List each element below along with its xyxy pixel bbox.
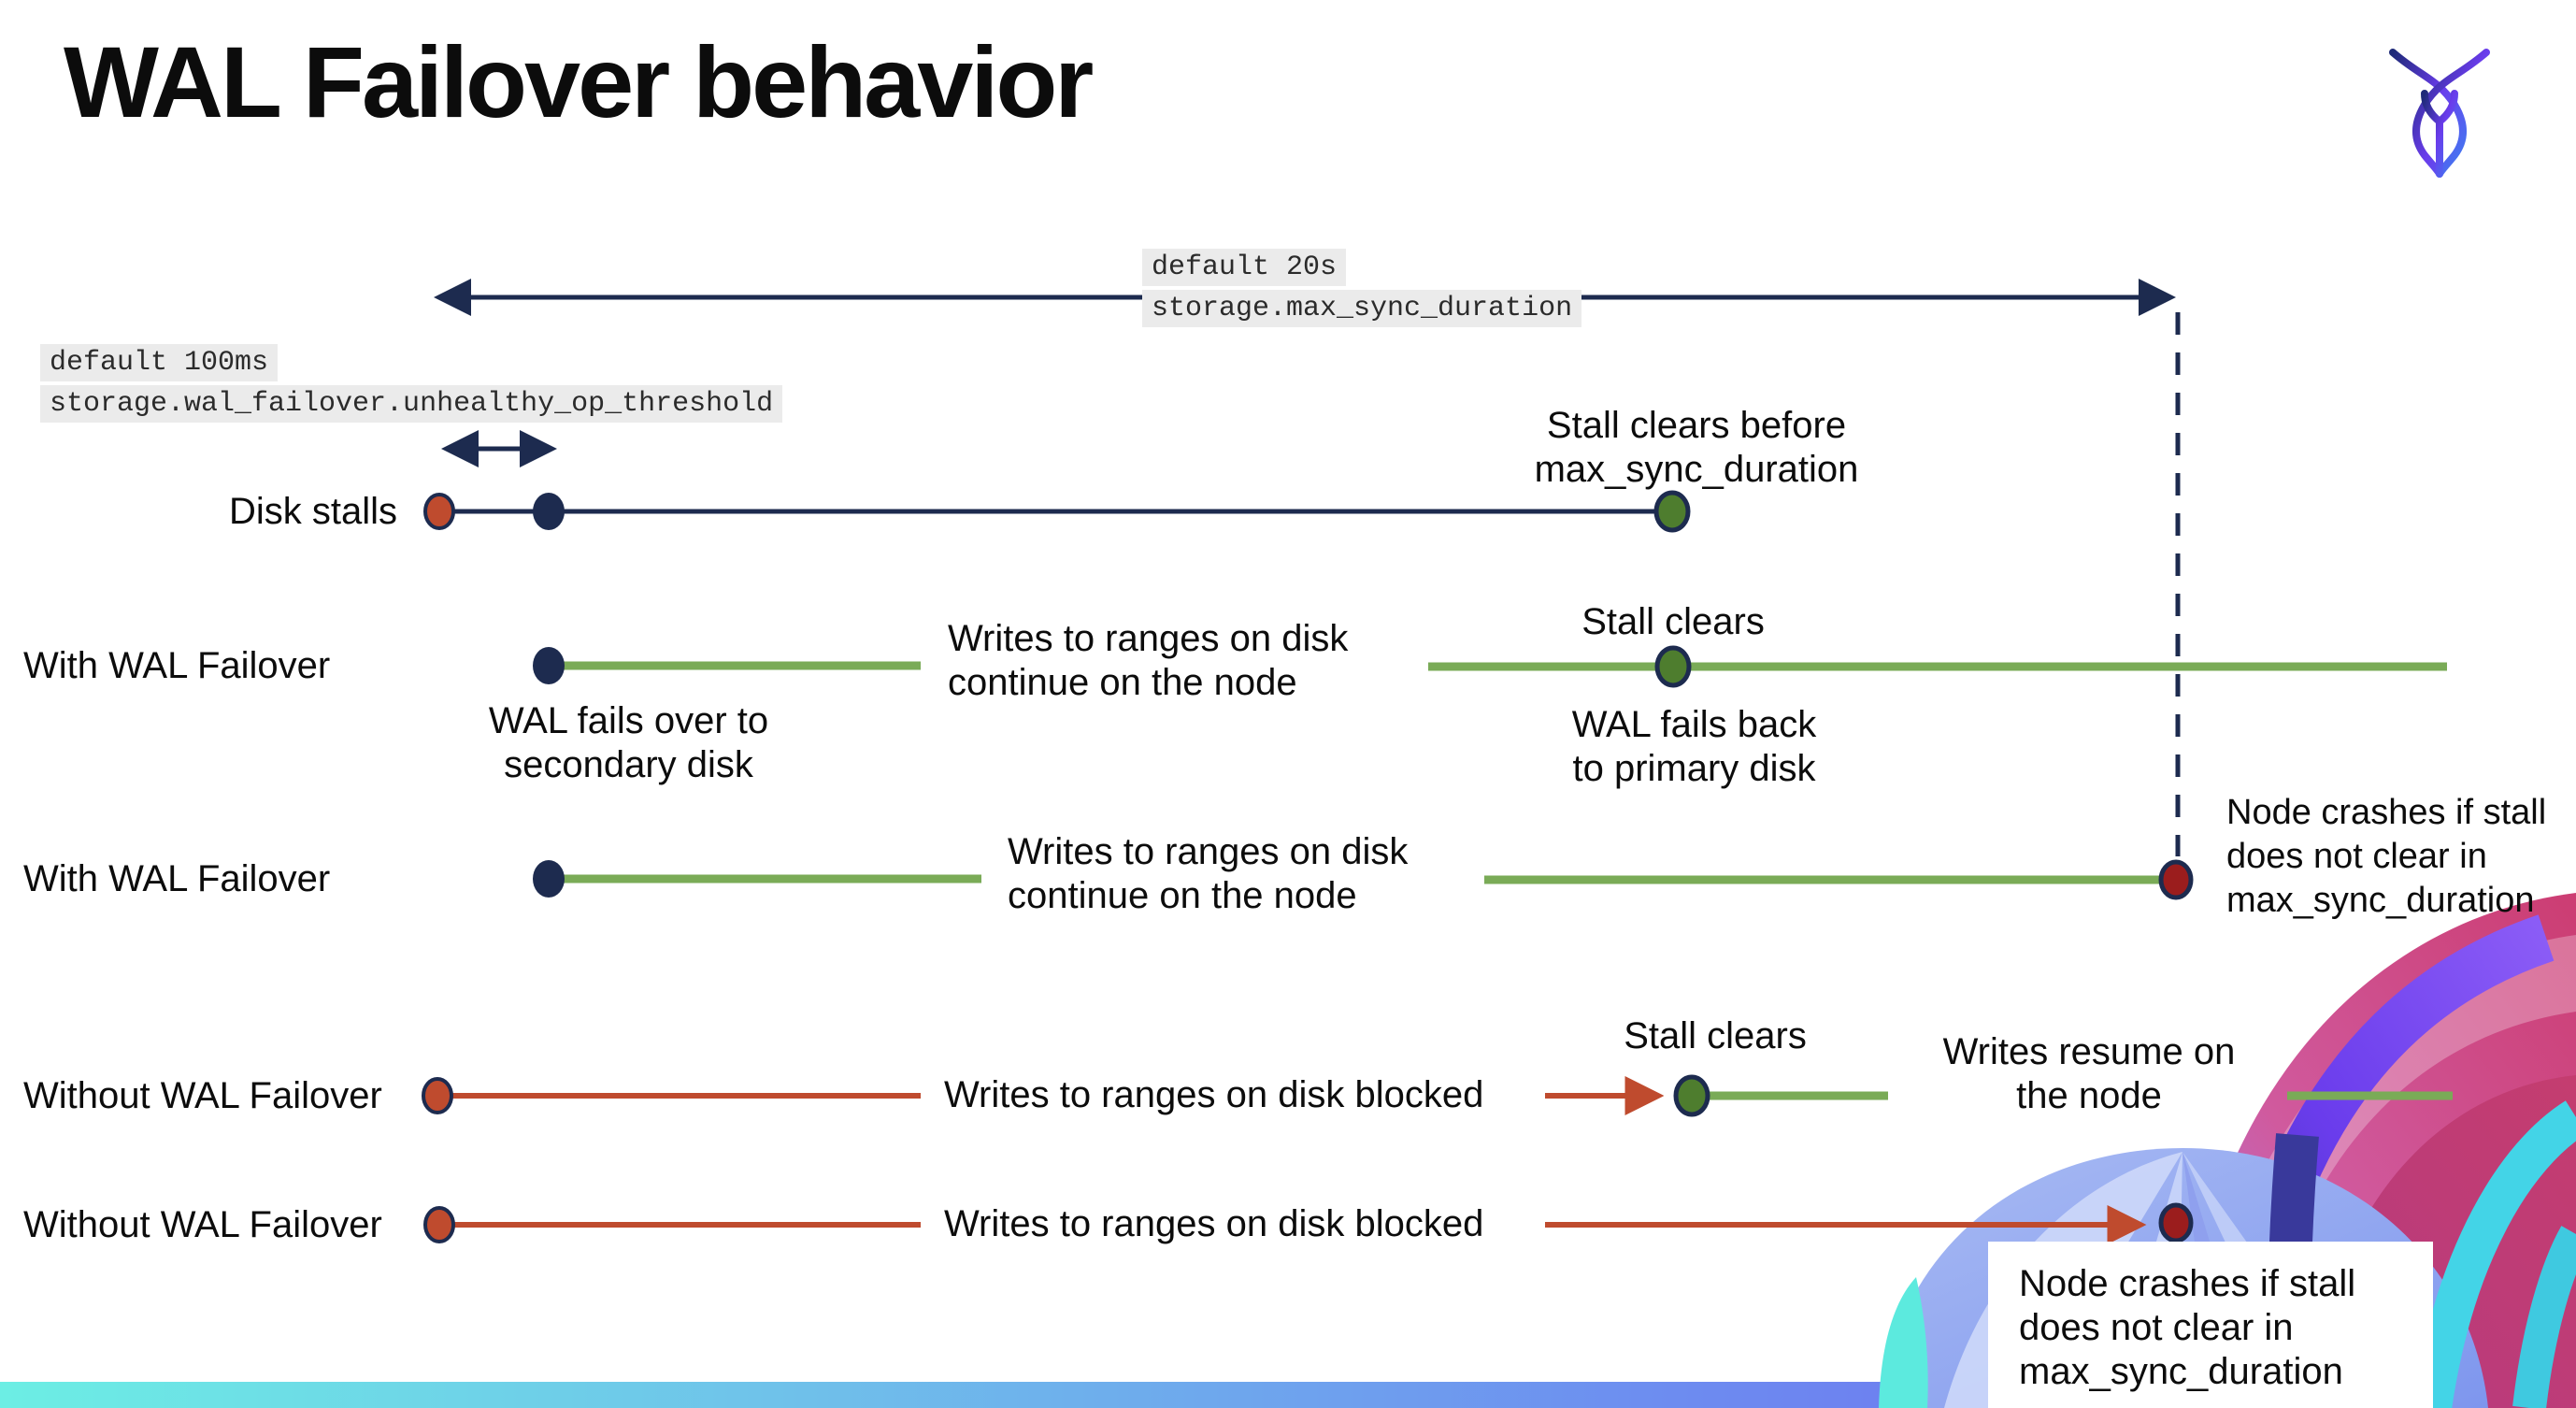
row3-failover-dot [533,860,565,898]
unhealthy-op-setting-text: storage.wal_failover.unhealthy_op_thresh… [40,385,783,423]
row2-label: With WAL Failover [23,645,331,686]
row5-node-crashes-box: Node crashes if stall does not clear in … [1988,1242,2433,1408]
row1-stall-start-dot [423,493,455,530]
artwork-cyan-leg-2 [2512,1226,2576,1408]
row4-stall-start-dot [422,1077,453,1114]
row4-label: Without WAL Failover [23,1075,382,1116]
artwork-cyan-sliver [1879,1277,1928,1408]
row4-stall-clear-dot [1673,1074,1710,1117]
row5-crash-dot [2158,1202,2194,1243]
row1-failover-dot [533,493,565,530]
cockroachdb-logo-icon [2389,49,2490,178]
row4-writes-blocked-note: Writes to ranges on disk blocked [944,1074,1484,1115]
row1-label: Disk stalls [229,491,398,532]
row2-wal-fails-over-note: WAL fails over to secondary disk [488,700,769,785]
row2-writes-continue-note: Writes to ranges on disk continue on the… [948,618,1349,703]
unhealthy-op-default-text: default 100ms [40,344,279,381]
row3-node-crashes-note: Node crashes if stall does not clear in … [2226,793,2547,920]
page-title: WAL Failover behavior [64,25,1094,138]
row5-writes-blocked-note: Writes to ranges on disk blocked [944,1203,1484,1244]
row4-stall-clears-note: Stall clears [1624,1015,1807,1056]
row1-stall-clear-dot [1653,490,1691,533]
max-sync-setting-text: storage.max_sync_duration [1142,290,1582,327]
row2-stall-clears-note: Stall clears [1581,601,1765,642]
row2-wal-fails-back-note: WAL fails back to primary disk [1571,704,1817,789]
row5-stall-start-dot [423,1206,455,1243]
row3-writes-continue-note: Writes to ranges on disk continue on the… [1008,831,1409,916]
row5-label: Without WAL Failover [23,1204,382,1245]
artwork-cyan-leg-1 [2412,1100,2576,1408]
row4-writes-resume-note: Writes resume on the node [1942,1031,2236,1116]
row1-stall-clears-before-note: Stall clears before max_sync_duration [1534,405,1859,490]
max-sync-duration-label: default 20s storage.max_sync_duration [1142,249,1582,327]
row2-failover-dot [533,647,565,684]
unhealthy-op-threshold-label: default 100ms storage.wal_failover.unhea… [40,344,783,423]
row3-label: With WAL Failover [23,858,331,899]
row5-node-crashes-note: Node crashes if stall does not clear in … [2019,1263,2356,1392]
row2-stall-clear-dot [1654,645,1692,688]
max-sync-default-text: default 20s [1142,249,1347,286]
row3-crash-dot [2158,859,2194,900]
